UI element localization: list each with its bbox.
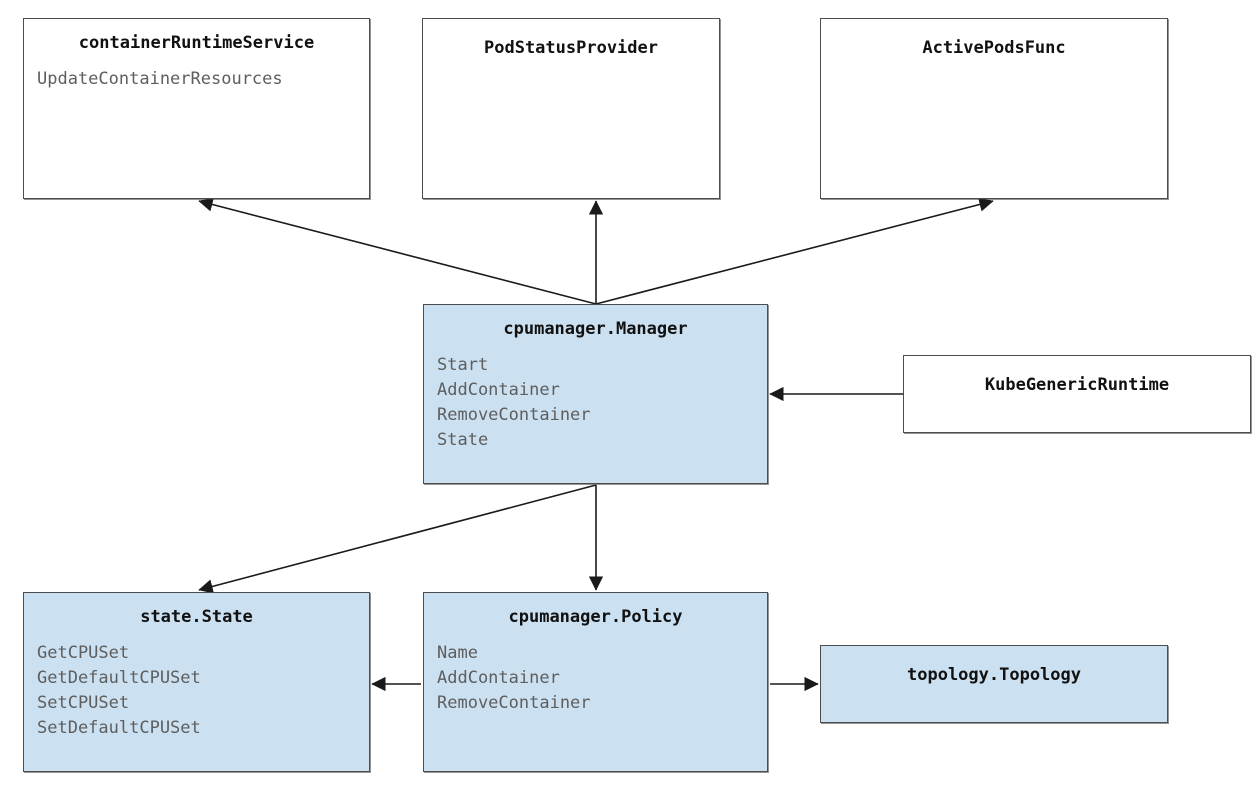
node-kubeGenericRuntime[interactable]: KubeGenericRuntime — [903, 355, 1251, 433]
edge-manager-to-activePodsFunc — [595, 197, 994, 305]
node-member: SetCPUSet — [37, 693, 130, 713]
node-title: state.State — [140, 607, 253, 627]
node-title: topology.Topology — [907, 665, 1081, 685]
node-member: RemoveContainer — [437, 693, 591, 713]
node-activePodsFunc[interactable]: ActivePodsFunc — [820, 18, 1168, 199]
node-title: ActivePodsFunc — [922, 38, 1066, 58]
node-member: Start — [437, 355, 489, 375]
node-title: cpumanager.Policy — [508, 607, 683, 627]
node-member: UpdateContainerResources — [37, 69, 283, 89]
node-title: cpumanager.Manager — [503, 319, 688, 339]
node-title: PodStatusProvider — [484, 38, 658, 58]
node-member: AddContainer — [437, 380, 560, 400]
node-member: GetCPUSet — [37, 643, 130, 663]
edge-manager-to-stateState — [198, 484, 597, 594]
node-member: Name — [437, 643, 478, 663]
node-topologyTopology[interactable]: topology.Topology — [820, 645, 1168, 723]
node-member: SetDefaultCPUSet — [37, 718, 201, 738]
edge-manager-to-containerRuntimeService — [198, 197, 597, 305]
node-member: AddContainer — [437, 668, 560, 688]
node-title: containerRuntimeService — [78, 33, 315, 53]
node-member: GetDefaultCPUSet — [37, 668, 201, 688]
node-member: State — [437, 430, 489, 450]
node-podStatusProvider[interactable]: PodStatusProvider — [422, 18, 720, 199]
node-member-list: UpdateContainerResources — [24, 67, 369, 92]
node-title: KubeGenericRuntime — [984, 375, 1170, 395]
node-member: RemoveContainer — [437, 405, 591, 425]
